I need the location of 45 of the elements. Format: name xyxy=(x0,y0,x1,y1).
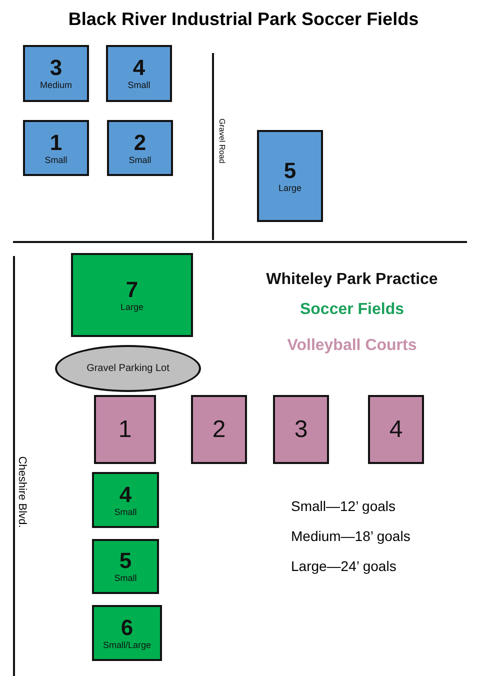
field-number: 6 xyxy=(120,616,134,640)
size-label: Small xyxy=(128,154,152,166)
size-label: Small/Large xyxy=(102,640,152,650)
volleyball-court xyxy=(273,395,329,464)
goal-size-note: Large—24’ goals xyxy=(291,558,396,574)
size-label: Large xyxy=(120,302,144,312)
field-number: 3 xyxy=(294,418,308,442)
section-heading: Whiteley Park Practice xyxy=(265,271,439,289)
road-name: Cheshire Blvd. xyxy=(16,456,28,528)
size-label: Small xyxy=(44,154,68,166)
soccer-field xyxy=(107,120,173,176)
soccer-field xyxy=(106,45,172,102)
volleyball-court xyxy=(94,395,156,464)
size-label: Medium xyxy=(40,80,72,91)
size-label: Large xyxy=(278,182,302,194)
soccer-field xyxy=(257,130,323,222)
field-number: 2 xyxy=(212,418,226,442)
field-number: 5 xyxy=(284,158,296,182)
field-number: 7 xyxy=(126,278,138,302)
road-name: Gravel Road xyxy=(218,118,226,164)
volleyball-court xyxy=(368,395,424,464)
size-label: Small xyxy=(114,573,137,584)
map-title: Black River Industrial Park Soccer Fields xyxy=(67,9,420,30)
section-heading: Soccer Fields xyxy=(298,301,406,319)
soccer-field xyxy=(23,120,89,176)
soccer-field xyxy=(92,605,162,661)
section-heading: Volleyball Courts xyxy=(286,337,418,355)
soccer-field xyxy=(71,253,193,337)
goal-size-note: Medium—18’ goals xyxy=(291,528,410,544)
soccer-field xyxy=(92,472,159,528)
field-number: 4 xyxy=(132,56,146,80)
field-number: 3 xyxy=(50,56,62,80)
field-number: 4 xyxy=(119,482,132,506)
lot-label: Gravel Parking Lot xyxy=(86,363,170,374)
field-number: 1 xyxy=(50,130,62,154)
soccer-field xyxy=(23,45,89,102)
field-number: 4 xyxy=(389,418,403,442)
field-number: 1 xyxy=(118,418,132,442)
soccer-field xyxy=(92,539,159,594)
field-number: 2 xyxy=(134,130,146,154)
size-label: Small xyxy=(114,506,137,518)
size-label: Small xyxy=(128,80,150,91)
field-number: 5 xyxy=(119,549,132,573)
goal-size-note: Small—12’ goals xyxy=(291,498,396,514)
volleyball-court xyxy=(191,395,247,464)
